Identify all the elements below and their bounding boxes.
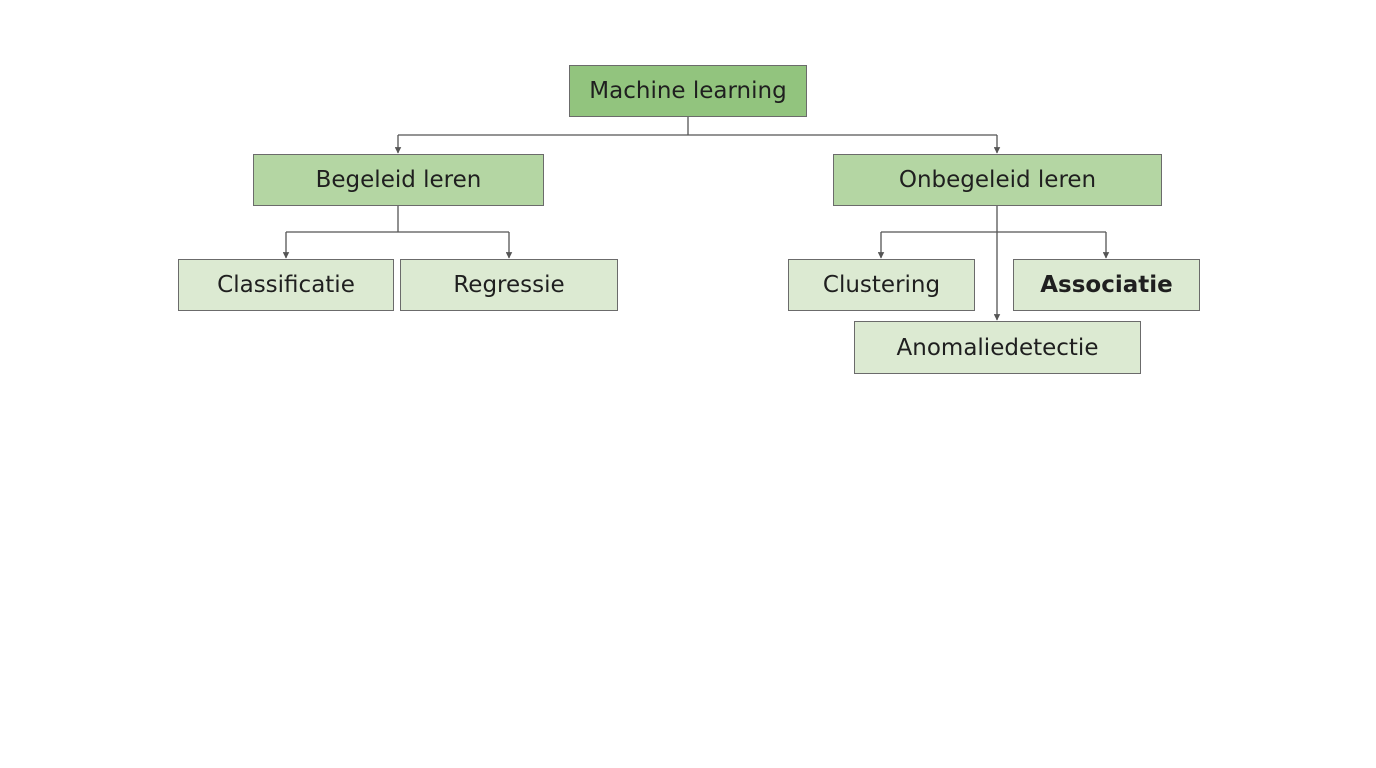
node-clustering: Clustering bbox=[788, 259, 975, 311]
node-regressie-label: Regressie bbox=[453, 272, 565, 298]
node-clustering-label: Clustering bbox=[822, 272, 941, 298]
node-begeleid-leren: Begeleid leren bbox=[253, 154, 544, 206]
node-anomaliedetectie-label: Anomaliedetectie bbox=[896, 334, 1099, 361]
node-classificatie-label: Classificatie bbox=[217, 272, 355, 298]
node-machine-learning: Machine learning bbox=[569, 65, 807, 117]
node-associatie-label: Associatie bbox=[1040, 272, 1173, 298]
node-associatie: Associatie bbox=[1013, 259, 1200, 311]
node-regressie: Regressie bbox=[400, 259, 618, 311]
node-classificatie: Classificatie bbox=[178, 259, 394, 311]
node-machine-learning-label: Machine learning bbox=[589, 78, 787, 104]
node-onbegeleid-leren-label: Onbegeleid leren bbox=[898, 167, 1097, 193]
node-anomaliedetectie: Anomaliedetectie bbox=[854, 321, 1141, 374]
node-begeleid-leren-label: Begeleid leren bbox=[315, 167, 482, 193]
node-onbegeleid-leren: Onbegeleid leren bbox=[833, 154, 1162, 206]
